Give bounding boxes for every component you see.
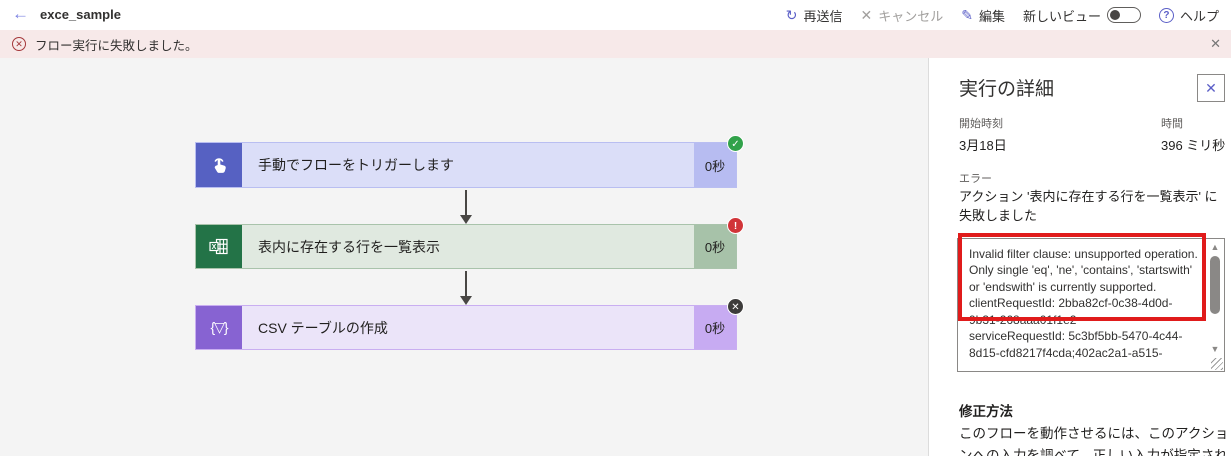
- status-success-icon: ✓: [727, 135, 744, 152]
- banner-close-icon[interactable]: ✕: [1210, 36, 1221, 51]
- error-circle-icon: ✕: [12, 37, 26, 51]
- connector-arrow: [460, 190, 472, 224]
- top-command-bar: ← exce_sample ↻ 再送信 ✕ キャンセル ✎ 編集 新しいビュー: [0, 0, 1231, 30]
- pencil-icon: ✎: [961, 6, 973, 23]
- fix-section-title: 修正方法: [959, 404, 1013, 419]
- step-title: CSV テーブルの作成: [258, 319, 388, 336]
- refresh-icon: ↻: [785, 6, 798, 23]
- new-view-control: 新しいビュー: [1023, 6, 1141, 25]
- step-duration: 0秒: [694, 143, 736, 187]
- flow-canvas: 手動でフローをトリガーします 0秒 ✓ X 表内に: [0, 58, 929, 456]
- new-view-toggle[interactable]: [1106, 7, 1141, 23]
- help-button[interactable]: ? ヘルプ: [1158, 6, 1219, 25]
- start-time-label: 開始時刻: [959, 118, 1003, 130]
- step-create-csv-table[interactable]: {▽} CSV テーブルの作成 0秒 ✕: [195, 298, 744, 350]
- edit-label: 編集: [978, 8, 1005, 24]
- toggle-knob: [1109, 10, 1120, 20]
- resize-grip[interactable]: [1211, 358, 1223, 370]
- close-icon: ✕: [1205, 80, 1217, 96]
- back-icon[interactable]: ←: [12, 4, 29, 23]
- cancel-button[interactable]: ✕ キャンセル: [860, 6, 943, 25]
- banner-message: フロー実行に失敗しました。: [35, 38, 198, 53]
- error-details-text: Invalid filter clause: unsupported opera…: [969, 247, 1198, 360]
- status-error-icon: !: [727, 217, 744, 234]
- step-excel-list-rows[interactable]: X 表内に存在する行を一覧表示 0秒 !: [195, 217, 744, 269]
- new-view-label: 新しいビュー: [1022, 8, 1101, 24]
- topbar-actions: ↻ 再送信 ✕ キャンセル ✎ 編集 新しいビュー ? ヘルプ: [786, 0, 1219, 30]
- help-icon: ?: [1158, 7, 1174, 23]
- step-manual-trigger[interactable]: 手動でフローをトリガーします 0秒 ✓: [195, 135, 744, 188]
- excel-icon: X: [196, 225, 242, 268]
- error-banner: ✕ フロー実行に失敗しました。 ✕: [0, 30, 1231, 58]
- resubmit-button[interactable]: ↻ 再送信: [786, 6, 843, 25]
- help-label: ヘルプ: [1179, 8, 1219, 24]
- cancel-label: キャンセル: [878, 8, 944, 24]
- step-title: 手動でフローをトリガーします: [258, 157, 454, 173]
- panel-title: 実行の詳細: [959, 79, 1055, 100]
- error-details-textarea[interactable]: Invalid filter clause: unsupported opera…: [957, 238, 1225, 372]
- step-title: 表内に存在する行を一覧表示: [258, 238, 440, 255]
- duration-label: 時間: [1161, 118, 1183, 130]
- svg-text:X: X: [212, 244, 217, 251]
- start-time-value: 3月18日: [959, 138, 1007, 153]
- flow-name-title: exce_sample: [40, 7, 121, 22]
- resubmit-label: 再送信: [803, 8, 843, 24]
- run-details-panel: 実行の詳細 ✕ 開始時刻 3月18日 時間 396 ミリ秒 エラー アクション …: [928, 58, 1231, 456]
- duration-value: 396 ミリ秒: [1161, 138, 1226, 153]
- status-skipped-icon: ✕: [727, 298, 744, 315]
- scrollbar[interactable]: ▲ ▼: [1207, 240, 1223, 370]
- step-duration: 0秒: [694, 306, 736, 349]
- fix-section-text: このフローを動作させるには、このアクションへの入力を調べて、正しい入力が指定され: [959, 426, 1229, 456]
- cancel-icon: ✕: [860, 6, 873, 23]
- error-action-text: アクション '表内に存在する行を一覧表示' に失敗しました: [959, 189, 1218, 223]
- edit-button[interactable]: ✎ 編集: [961, 6, 1005, 25]
- data-operation-icon: {▽}: [196, 306, 242, 349]
- connector-arrow: [460, 271, 472, 305]
- panel-close-button[interactable]: ✕: [1197, 74, 1225, 102]
- manual-trigger-icon: [196, 143, 242, 187]
- error-section-label: エラー: [959, 173, 992, 185]
- scrollbar-thumb[interactable]: [1210, 256, 1220, 314]
- scroll-down-icon[interactable]: ▼: [1210, 344, 1220, 354]
- scroll-up-icon[interactable]: ▲: [1210, 242, 1220, 252]
- hand-tap-icon: [214, 158, 226, 173]
- step-duration: 0秒: [694, 225, 736, 268]
